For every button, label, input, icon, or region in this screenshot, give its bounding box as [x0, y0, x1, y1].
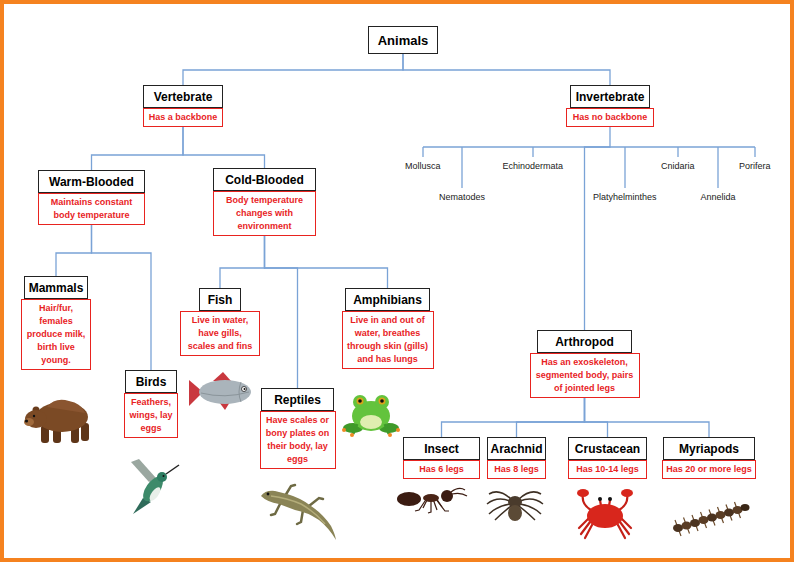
- connector: [183, 127, 265, 168]
- group-label: Annelida: [701, 192, 736, 203]
- group-label: Porifera: [739, 161, 771, 172]
- connector: [517, 398, 585, 437]
- crab-illustration: [577, 489, 633, 538]
- category-node: MammalsHair/fur, females produce milk, b…: [21, 276, 91, 370]
- category-node: AmphibiansLive in and out of water, brea…: [342, 288, 434, 369]
- connector: [183, 54, 403, 85]
- category-node: Animals: [368, 26, 438, 54]
- node-heading: Cold-Blooded: [213, 168, 316, 191]
- fish-illustration: [189, 372, 251, 410]
- node-description: Have scales or bony plates on their body…: [260, 411, 336, 469]
- connector: [56, 225, 92, 276]
- bear-illustration: [24, 400, 89, 443]
- category-node: InsectHas 6 legs: [403, 437, 480, 479]
- node-heading: Vertebrate: [143, 85, 223, 108]
- node-description: Has no backbone: [566, 108, 654, 127]
- frog-illustration: [342, 395, 400, 437]
- node-heading: Crustacean: [568, 437, 647, 460]
- ant-illustration: [397, 488, 467, 513]
- category-node: FishLive in water, have gills, scales an…: [180, 288, 260, 356]
- node-description: Has 10-14 legs: [568, 460, 647, 479]
- node-heading: Birds: [125, 370, 177, 393]
- group-leader-lines: [423, 147, 755, 188]
- node-heading: Fish: [199, 288, 241, 311]
- group-label: Cnidaria: [661, 161, 695, 172]
- group-label: Mollusca: [405, 161, 441, 172]
- connector: [265, 236, 388, 288]
- group-label: Nematodes: [439, 192, 485, 203]
- category-node: ArachnidHas 8 legs: [487, 437, 546, 479]
- node-description: Live in water, have gills, scales and fi…: [180, 311, 260, 356]
- node-heading: Amphibians: [345, 288, 430, 311]
- connector: [220, 236, 265, 288]
- node-description: Live in and out of water, breathes throu…: [342, 311, 434, 369]
- node-description: Has a backbone: [143, 108, 223, 127]
- lizard-illustration: [261, 485, 336, 540]
- hummingbird-illustration: [131, 459, 179, 514]
- node-heading: Myriapods: [663, 437, 755, 460]
- connector: [92, 127, 184, 170]
- node-description: Body temperature changes with environmen…: [213, 191, 316, 236]
- connector: [265, 236, 298, 388]
- node-description: Has an exoskeleton, segmented body, pair…: [530, 353, 640, 398]
- node-heading: Arachnid: [487, 437, 546, 460]
- connector: [585, 127, 611, 330]
- category-node: Cold-BloodedBody temperature changes wit…: [213, 168, 316, 236]
- category-node: ReptilesHave scales or bony plates on th…: [260, 388, 336, 469]
- connector: [442, 398, 585, 437]
- node-description: Has 6 legs: [403, 460, 480, 479]
- node-description: Has 8 legs: [487, 460, 546, 479]
- category-node: BirdsFeathers, wings, lay eggs: [124, 370, 178, 438]
- category-node: VertebrateHas a backbone: [143, 85, 223, 127]
- node-description: Feathers, wings, lay eggs: [124, 393, 178, 438]
- connector: [92, 225, 152, 370]
- category-node: MyriapodsHas 20 or more legs: [662, 437, 756, 479]
- category-node: InvertebrateHas no backbone: [566, 85, 654, 127]
- node-heading: Reptiles: [261, 388, 334, 411]
- node-heading: Invertebrate: [570, 85, 650, 108]
- group-label: Platyhelminthes: [593, 192, 657, 203]
- group-label: Echinodermata: [503, 161, 564, 172]
- node-heading: Mammals: [24, 276, 88, 299]
- node-heading: Warm-Blooded: [38, 170, 145, 193]
- centipede-illustration: [673, 502, 750, 536]
- category-node: CrustaceanHas 10-14 legs: [568, 437, 647, 479]
- node-description: Hair/fur, females produce milk, birth li…: [21, 299, 91, 370]
- connector: [585, 398, 710, 437]
- category-node: Warm-BloodedMaintains constant body temp…: [38, 170, 145, 225]
- node-heading: Animals: [368, 26, 438, 54]
- connector: [403, 54, 610, 85]
- node-description: Maintains constant body temperature: [38, 193, 145, 225]
- spider-illustration: [487, 492, 543, 521]
- category-node: ArthropodHas an exoskeleton, segmented b…: [530, 330, 640, 398]
- node-heading: Insect: [403, 437, 480, 460]
- node-heading: Arthropod: [537, 330, 632, 353]
- connector: [585, 398, 608, 437]
- node-description: Has 20 or more legs: [662, 460, 756, 479]
